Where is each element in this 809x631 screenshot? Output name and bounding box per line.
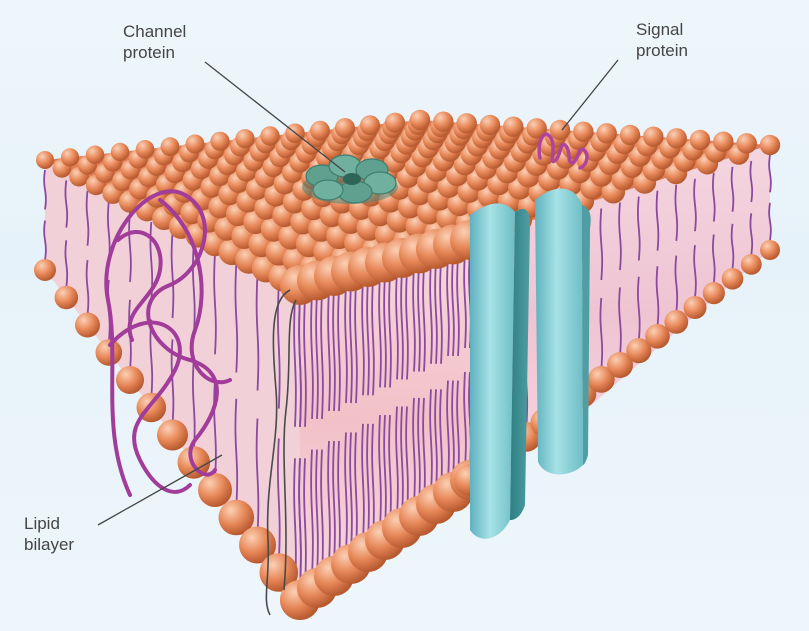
lipid-head — [186, 135, 205, 154]
lipid-head — [684, 296, 707, 319]
lipid-head — [36, 151, 54, 169]
lipid-head — [722, 268, 744, 290]
lipid-head — [55, 286, 79, 310]
lipid-head — [34, 259, 56, 281]
channel-protein-label-line2: protein — [123, 42, 186, 63]
signal-protein-label-line2: protein — [636, 40, 688, 61]
lipid-head — [503, 117, 523, 137]
lipid-head — [760, 240, 780, 260]
lipid-head — [161, 137, 180, 156]
lipid-head — [96, 339, 123, 366]
lipid-head — [136, 140, 155, 159]
lipid-head — [235, 129, 254, 148]
lipid-bilayer-label-line2: bilayer — [24, 534, 74, 555]
lipid-head — [116, 366, 144, 394]
lipid-head — [690, 130, 710, 150]
lipid-head — [111, 143, 129, 161]
channel-protein-label: Channel protein — [123, 21, 186, 63]
lipid-head — [667, 128, 687, 148]
lipid-head — [741, 254, 762, 275]
lipid-head — [61, 148, 79, 166]
signal-protein-label: Signal protein — [636, 19, 688, 61]
lipid-head — [597, 123, 617, 143]
lipid-head — [75, 313, 100, 338]
lipid-head — [480, 115, 500, 135]
channel-protein-label-line1: Channel — [123, 21, 186, 42]
lipid-bilayer-label-line1: Lipid — [24, 513, 74, 534]
lipid-head — [703, 282, 725, 304]
lipid-head — [157, 420, 188, 451]
lipid-head — [360, 115, 380, 135]
signal-protein-label-line1: Signal — [636, 19, 688, 40]
lipid-head — [620, 125, 640, 145]
lipid-head — [457, 113, 477, 133]
lipid-head — [86, 146, 104, 164]
lipid-head — [433, 112, 453, 132]
lipid-head — [335, 118, 355, 138]
lipid-head — [713, 132, 733, 152]
lipid-head — [210, 132, 229, 151]
lipid-head — [198, 473, 232, 507]
lipid-head — [760, 135, 780, 155]
lipid-head — [260, 126, 279, 145]
lipid-head — [643, 127, 663, 147]
lipid-head — [664, 310, 688, 334]
lipid-bilayer-label: Lipid bilayer — [24, 513, 74, 555]
lipid-head — [410, 110, 430, 130]
signal-protein-leader — [562, 60, 618, 130]
lipid-head — [385, 113, 405, 133]
lipid-head — [737, 133, 757, 153]
lipid-head — [573, 122, 593, 142]
lipid-head — [310, 121, 330, 141]
